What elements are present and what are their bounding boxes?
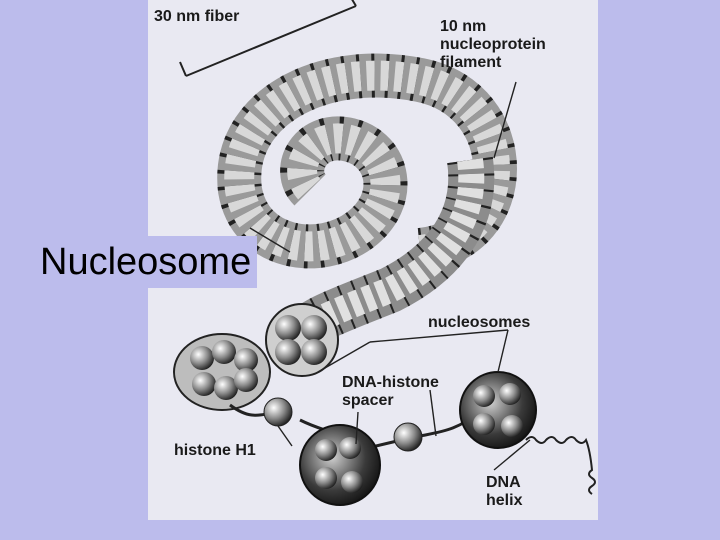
- label-histone-h1: histone H1: [174, 442, 256, 459]
- nucleosome-left: [173, 333, 271, 411]
- nucleosome-right: [459, 371, 537, 449]
- nucleosome-bottom: [299, 424, 381, 506]
- slide-title: Nucleosome: [38, 236, 258, 288]
- dna-helix-tail: [525, 436, 596, 495]
- label-dna-helix: DNA helix: [486, 474, 523, 509]
- fiber-bracket: [179, 0, 357, 77]
- label-30nm-fiber: 30 nm fiber: [154, 8, 240, 25]
- leader-lines: [249, 81, 531, 471]
- label-10nm-filament: 10 nm nucleoprotein filament: [440, 18, 546, 71]
- tube-end: [265, 303, 339, 377]
- histone-h1-bead: [393, 422, 423, 452]
- fiber-30nm-coil: [217, 53, 517, 272]
- label-dna-histone-spacer: DNA-histone spacer: [342, 374, 439, 409]
- label-nucleosomes: nucleosomes: [428, 314, 531, 331]
- histone-h1-bead: [263, 397, 293, 427]
